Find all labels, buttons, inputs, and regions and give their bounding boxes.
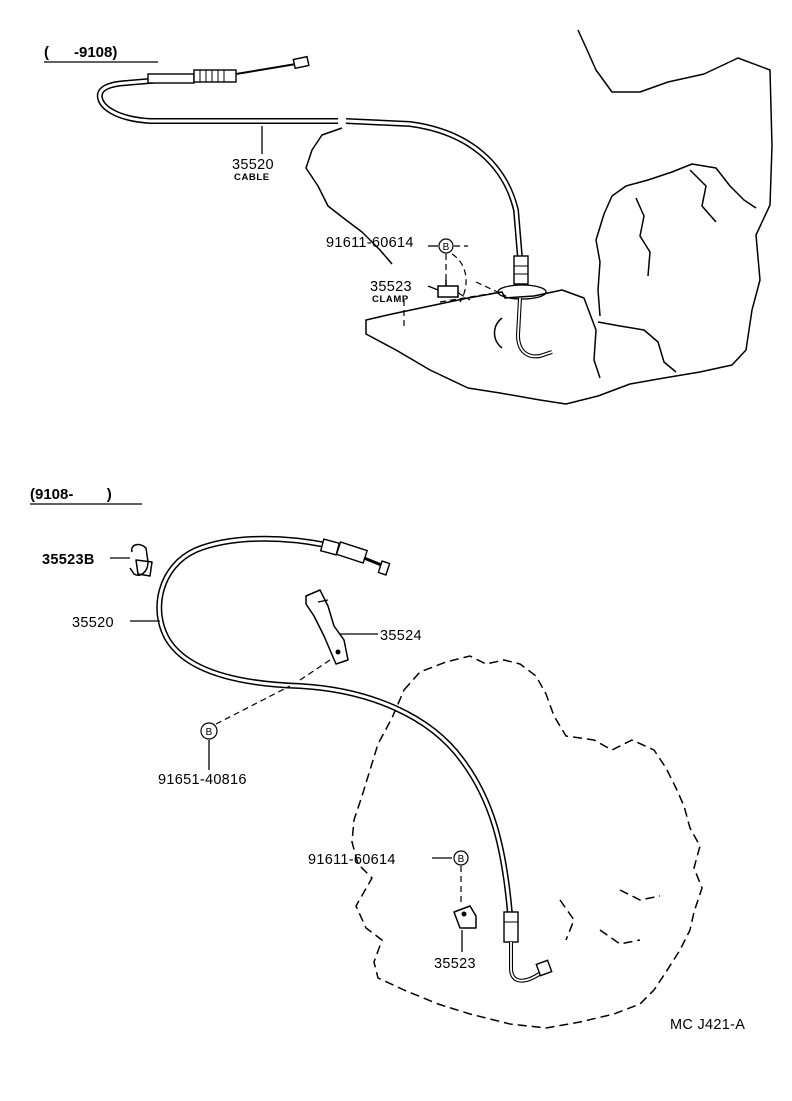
dash-bolt-a [215,659,331,725]
bolt-91611-60614-bottom: B [453,850,469,866]
bracket-35524 [305,589,349,665]
cable-transmission-end-bottom [503,911,553,983]
bolt-a-symbol: B [206,727,213,738]
leader-clamp-top [427,285,439,291]
label-cable-part-bottom: 35520 [72,615,114,631]
figure-code: MC J421-A [670,1017,745,1033]
transmission-housing-top [595,163,757,317]
label-bolt-part-top: 91611-60614 [326,235,414,251]
cable-transmission-end-top [493,255,553,359]
label-bracket-part: 35524 [380,628,422,644]
label-clamp-part-bottom: 35523 [434,956,476,972]
transmission-ribs-top [635,169,717,277]
clamp-35523B [129,543,153,577]
transmission-inner-top [597,321,677,373]
bolt-91611-60614-top: B [438,238,468,303]
bolt-b-symbol: B [458,854,465,865]
cable-35520-top-left-inner [98,74,338,123]
label-bolt-a-part: 91651-40816 [158,772,247,788]
cable-35520-top-right-inner [345,119,522,259]
cable-end-fitting-bottom [319,538,391,576]
transmission-outline-bottom [351,655,703,1029]
bottom-section: B B (9108- ) 35523B 35520 35524 91651-40… [30,486,703,1029]
label-bolt-b-part: 91611-60614 [308,852,396,868]
clamp-35523-top [437,280,459,298]
label-clamp-name-top: CLAMP [372,294,409,305]
label-cable-part-top: 35520 [232,157,274,173]
label-clamp-part-top: 35523 [370,279,412,295]
date-range-bottom: (9108- ) [30,486,112,503]
label-clamp-b-part: 35523B [42,552,95,568]
cable-35520-bottom-inner [157,537,512,915]
transmission-ribs-bottom [559,889,661,945]
date-range-top: ( -9108) [44,44,117,61]
transmission-edge-top [305,127,393,265]
label-cable-name-top: CABLE [234,172,270,183]
bolt-91651-40816: B [200,722,218,740]
top-section: B ( -9108) 35520 CABLE 91611-60614 35523… [44,29,773,405]
cable-end-fitting-top [147,55,310,84]
clamp-35523-bottom [453,905,477,929]
bolt-symbol: B [443,242,450,253]
